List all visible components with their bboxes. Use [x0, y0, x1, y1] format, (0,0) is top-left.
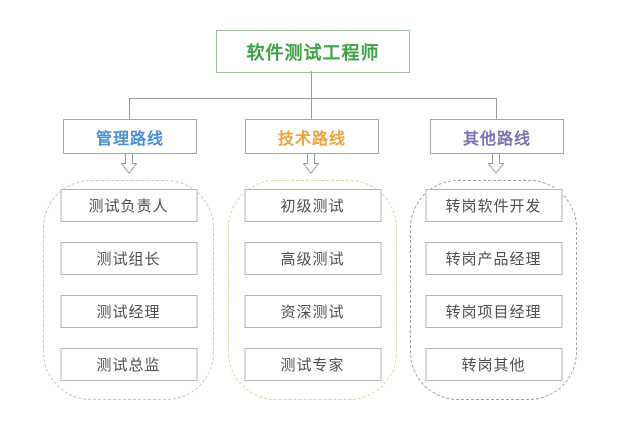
- branch-container-management: 测试负责人 测试组长 测试经理 测试总监: [43, 180, 214, 400]
- node-test-leader: 测试负责人: [60, 189, 197, 222]
- node-switch-project-manager: 转岗项目经理: [425, 295, 562, 328]
- connector-drop-middle: [311, 98, 312, 119]
- branch-label-management: 管理路线: [95, 130, 164, 148]
- node-label: 转岗软件开发: [445, 198, 542, 215]
- down-arrow-icon: [121, 153, 137, 174]
- node-switch-other: 转岗其他: [425, 348, 562, 381]
- node-label: 转岗项目经理: [445, 304, 542, 321]
- connector-drop-right: [496, 98, 497, 119]
- node-label: 资深测试: [280, 304, 345, 321]
- connector-stem: [311, 71, 312, 98]
- branch-header-technical: 技术路线: [245, 119, 379, 154]
- branch-label-other: 其他路线: [462, 130, 531, 148]
- root-node: 软件测试工程师: [216, 30, 410, 73]
- connector-drop-left: [129, 98, 130, 119]
- node-switch-software-dev: 转岗软件开发: [425, 189, 562, 222]
- node-label: 测试专家: [280, 357, 345, 374]
- node-label: 测试负责人: [88, 198, 169, 215]
- node-label: 测试组长: [96, 251, 161, 268]
- node-senior-tester: 高级测试: [244, 242, 381, 275]
- branch-container-other: 转岗软件开发 转岗产品经理 转岗项目经理 转岗其他: [410, 180, 577, 400]
- branch-header-management: 管理路线: [63, 119, 197, 154]
- down-arrow-icon: [488, 153, 504, 174]
- node-label: 测试经理: [96, 304, 161, 321]
- down-arrow-icon: [303, 153, 319, 174]
- node-switch-product-manager: 转岗产品经理: [425, 242, 562, 275]
- branch-container-technical: 初级测试 高级测试 资深测试 测试专家: [228, 180, 397, 400]
- node-expert-tester: 资深测试: [244, 295, 381, 328]
- node-test-team-lead: 测试组长: [60, 242, 197, 275]
- node-label: 初级测试: [280, 198, 345, 215]
- branch-label-technical: 技术路线: [277, 130, 346, 148]
- root-label: 软件测试工程师: [246, 42, 380, 63]
- node-test-director: 测试总监: [60, 348, 197, 381]
- node-test-manager: 测试经理: [60, 295, 197, 328]
- node-label: 转岗产品经理: [445, 251, 542, 268]
- connector-horizontal: [129, 98, 497, 99]
- node-test-specialist: 测试专家: [244, 348, 381, 381]
- node-label: 测试总监: [96, 357, 161, 374]
- node-label: 高级测试: [280, 251, 345, 268]
- node-label: 转岗其他: [461, 357, 526, 374]
- branch-header-other: 其他路线: [430, 119, 564, 154]
- node-junior-tester: 初级测试: [244, 189, 381, 222]
